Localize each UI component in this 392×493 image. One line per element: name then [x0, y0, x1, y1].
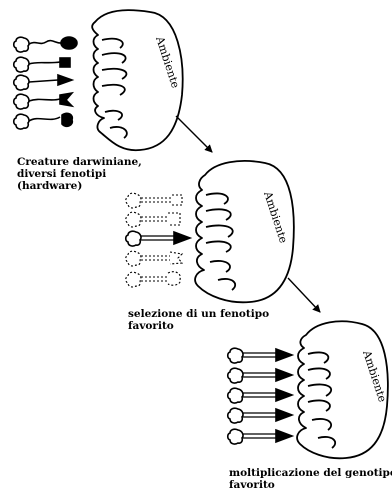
- panel-1: Ambiente: [14, 10, 183, 150]
- creatures-selected: [126, 193, 190, 287]
- arrow-1: [176, 116, 212, 152]
- environment-label: Ambiente: [261, 189, 290, 245]
- panel-2-caption: selezione di un fenotipo favorito: [128, 308, 269, 332]
- panel-1-caption: Creature darwiniane, diversi fenotipi (h…: [17, 156, 142, 192]
- creatures-varied: [14, 37, 77, 129]
- arrow-2: [288, 278, 320, 312]
- panel-3: Ambiente: [228, 321, 389, 458]
- creatures-multiplied: [228, 348, 292, 444]
- panel-2: Ambiente: [126, 161, 294, 302]
- panel-3-caption: moltiplicazione del genotipo favorito: [229, 467, 392, 491]
